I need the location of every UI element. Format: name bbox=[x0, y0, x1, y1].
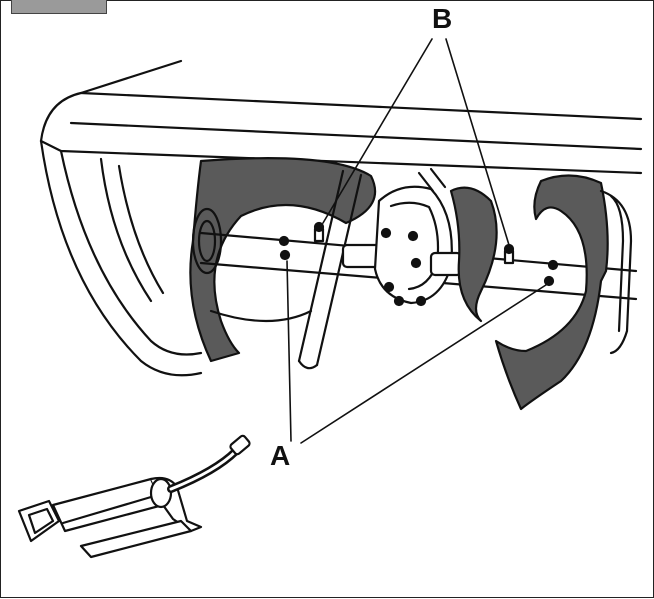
callout-label-b: B bbox=[432, 5, 452, 33]
grease-gun-icon bbox=[19, 435, 251, 557]
callout-label-a: A bbox=[270, 442, 290, 470]
